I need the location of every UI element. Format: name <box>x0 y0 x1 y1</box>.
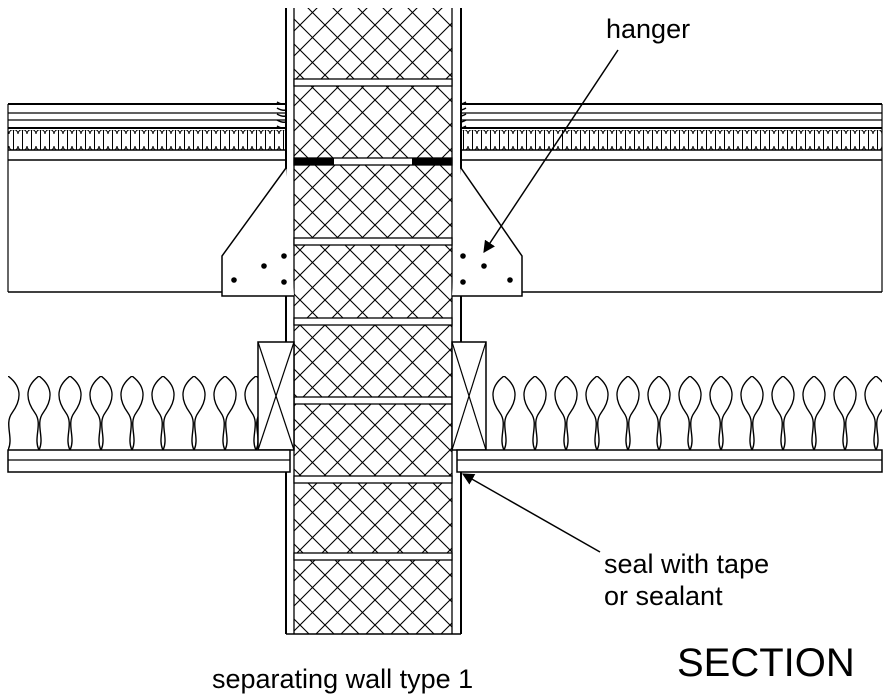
separating-wall <box>285 8 462 635</box>
timber-batten-left <box>257 341 295 451</box>
seal-label-line-1: seal with tape <box>604 549 770 579</box>
wall-caption: separating wall type 1 <box>212 664 474 694</box>
joist-hanger-left <box>221 160 294 297</box>
ceiling-board-left <box>7 449 291 473</box>
seal-label-line-2: or sealant <box>604 580 723 611</box>
seal-leader-arrow <box>461 473 601 553</box>
resilient-layer-left <box>8 130 290 150</box>
resilient-layer-right <box>453 130 882 150</box>
bearing-plate-right <box>412 158 452 165</box>
upper-floor-right <box>453 103 883 293</box>
ceiling-board-right <box>456 449 883 473</box>
flanking-strip-left <box>276 101 292 129</box>
ceiling-insulation-right <box>486 376 882 450</box>
bearing-plate-left <box>294 158 334 165</box>
timber-batten-right <box>451 341 487 451</box>
joist-hanger-right <box>452 160 523 297</box>
upper-floor <box>7 101 883 293</box>
seal-label: seal with tape or sealant <box>604 549 769 613</box>
section-title: SECTION <box>677 641 855 685</box>
ceiling-insulation-left <box>8 376 258 450</box>
hanger-leader-arrow <box>483 49 619 253</box>
upper-floor-left <box>7 103 290 293</box>
hanger-label: hanger <box>606 14 691 44</box>
